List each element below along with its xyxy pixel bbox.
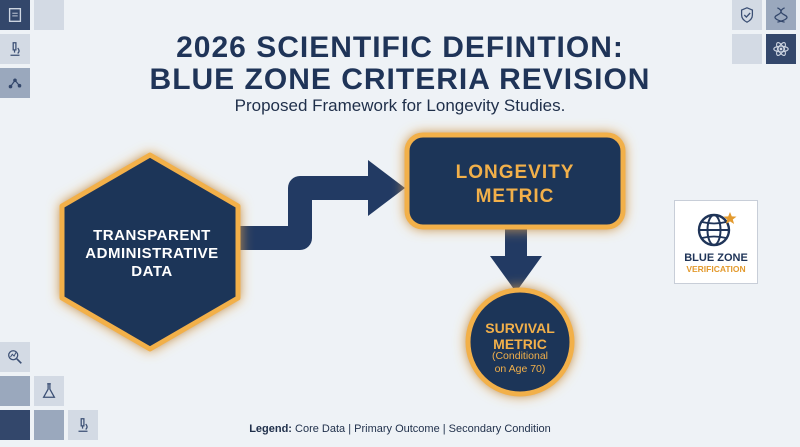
corner-tile (34, 410, 64, 440)
flask-icon (34, 376, 64, 406)
core-data-hexagon (59, 152, 241, 352)
microscope-icon (0, 34, 30, 64)
core-data-line-3: DATA (131, 263, 173, 280)
survival-note-line-1: (Conditional (491, 350, 549, 362)
page-subtitle: Proposed Framework for Longevity Studies… (234, 96, 566, 115)
badge-subtitle: VERIFICATION (686, 264, 746, 274)
corner-tile (0, 410, 30, 440)
survival-line-2: METRIC (493, 336, 547, 352)
dna-icon (766, 0, 796, 30)
longevity-metric-box (404, 132, 626, 230)
corner-tile (732, 34, 762, 64)
title-line-2: BLUE ZONE CRITERIA REVISION (149, 63, 651, 96)
survival-metric-circle (465, 287, 575, 397)
atom-icon (766, 34, 796, 64)
legend: Legend: Core Data | Primary Outcome | Se… (0, 423, 800, 435)
legend-items: Core Data | Primary Outcome | Secondary … (295, 423, 551, 435)
magnifier-chart-icon (0, 342, 30, 372)
legend-label: Legend: (249, 423, 292, 435)
survival-condition-note: (Conditional on Age 70) (470, 350, 570, 376)
longevity-metric-label: LONGEVITY METRIC (410, 161, 620, 209)
microscope-icon (68, 410, 98, 440)
core-data-line-1: TRANSPARENT (93, 227, 211, 244)
survival-note-line-2: on Age 70) (494, 363, 546, 375)
survival-metric-label: SURVIVAL METRIC (470, 320, 570, 352)
page-title: 2026 SCIENTIFIC DEFINTION: BLUE ZONE CRI… (0, 32, 800, 96)
verification-badge: BLUE ZONE VERIFICATION (674, 200, 758, 284)
survival-line-1: SURVIVAL (485, 320, 555, 336)
title-line-1: 2026 SCIENTIFIC DEFINTION: (176, 31, 624, 64)
arrow-head-survival (490, 256, 542, 292)
globe-star-icon (697, 212, 737, 247)
arrow-core-to-longevity (236, 176, 372, 250)
document-icon (0, 0, 30, 30)
corner-tile (0, 376, 30, 406)
badge-title: BLUE ZONE (684, 252, 748, 264)
arrow-longevity-to-survival (505, 228, 527, 260)
core-data-label: TRANSPARENT ADMINISTRATIVE DATA (72, 227, 232, 281)
longevity-line-1: LONGEVITY (455, 162, 575, 183)
arrow-head-longevity (368, 160, 405, 216)
corner-tile (34, 0, 64, 30)
shield-check-icon (732, 0, 762, 30)
longevity-line-2: METRIC (475, 186, 555, 207)
core-data-line-2: ADMINISTRATIVE (85, 245, 219, 262)
molecule-icon (0, 68, 30, 98)
